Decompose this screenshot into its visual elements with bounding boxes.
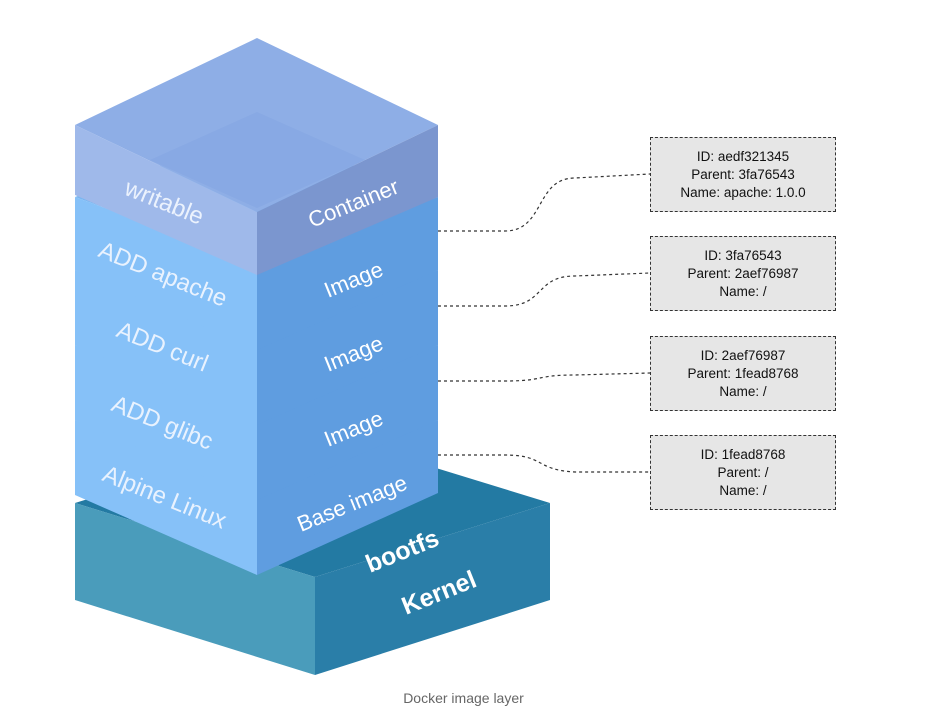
- layer-container-right: [257, 125, 438, 275]
- kernel-left-face: [75, 503, 315, 675]
- connector-curl: [438, 372, 651, 382]
- connector-base: [438, 454, 650, 473]
- layer-container-top-inner: [150, 112, 365, 208]
- info-name: Name: /: [719, 283, 767, 299]
- layer-base-right: [257, 420, 438, 575]
- info-box-apache: ID: 3fa76543 Parent: 2aef76987 Name: /: [650, 236, 836, 311]
- info-name: Name: /: [719, 383, 767, 399]
- info-id: ID: aedf321345: [696, 148, 790, 164]
- layer-curl-left: [75, 270, 257, 425]
- info-name: Name: apache: 1.0.0: [680, 184, 806, 200]
- layer-glibc-right: [257, 345, 438, 500]
- connector-apache: [438, 272, 651, 307]
- info-box-base: ID: 1fead8768 Parent: / Name: /: [650, 435, 836, 510]
- layer-container-left: [75, 125, 257, 275]
- layer-apache-left: [75, 197, 257, 350]
- info-parent: Parent: 1fead8768: [687, 365, 799, 381]
- layer-glibc-left: [75, 345, 257, 500]
- layer-apache-right: [257, 197, 438, 350]
- info-id: ID: 1fead8768: [700, 446, 786, 462]
- info-box-curl: ID: 2aef76987 Parent: 1fead8768 Name: /: [650, 336, 836, 411]
- info-parent: Parent: 3fa76543: [691, 166, 795, 182]
- info-id: ID: 2aef76987: [700, 347, 786, 363]
- layer-base-left: [75, 420, 257, 575]
- info-box-container: ID: aedf321345 Parent: 3fa76543 Name: ap…: [650, 137, 836, 212]
- connector-container: [438, 173, 651, 232]
- layer-curl-right: [257, 270, 438, 425]
- kernel-right-face: [315, 503, 550, 675]
- info-id: ID: 3fa76543: [704, 247, 782, 263]
- info-name: Name: /: [719, 482, 767, 498]
- info-parent: Parent: 2aef76987: [687, 265, 799, 281]
- info-parent: Parent: /: [717, 464, 769, 480]
- connectors: [438, 173, 651, 473]
- layer-container: [75, 38, 438, 275]
- figure-caption: Docker image layer: [403, 690, 524, 706]
